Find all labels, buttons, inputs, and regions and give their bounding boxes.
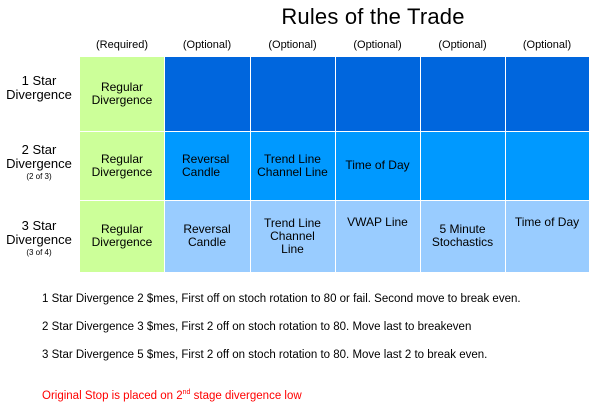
row3-time-of-day-cell: Time of Day xyxy=(505,200,589,272)
row2-trend-line-cell: Trend Line Channel Line xyxy=(250,131,335,200)
column-header-optional-2: (Optional) xyxy=(268,39,317,51)
cell-text: Time of Day xyxy=(345,158,410,172)
cell-text: Candle xyxy=(182,164,221,179)
column-header-optional-4: (Optional) xyxy=(438,39,487,51)
row1-required-cell: Regular Divergence xyxy=(80,57,164,131)
row3-vwap-line-cell: VWAP Line xyxy=(335,200,420,272)
row-sublabel: (3 of 4) xyxy=(26,248,52,257)
cell-text: Trend Line xyxy=(264,151,321,166)
cell-text: 5 Minute xyxy=(439,222,486,236)
cell-text: VWAP Line xyxy=(347,215,408,229)
row2-empty-area xyxy=(420,131,589,200)
cell-text: Line xyxy=(281,241,304,256)
cell-text: Candle xyxy=(187,235,226,249)
column-header-optional-3: (Optional) xyxy=(353,39,402,51)
row-label-line1: 2 Star xyxy=(21,142,57,157)
cell-text: Divergence xyxy=(91,93,153,107)
row3-required-cell: Regular Divergence xyxy=(80,200,164,272)
page-title: Rules of the Trade xyxy=(281,4,465,29)
row-label-2-star: 2 Star Divergence (2 of 3) xyxy=(0,143,78,183)
grid-divider xyxy=(505,57,506,272)
grid-divider xyxy=(80,131,589,132)
cell-text: Channel xyxy=(270,228,315,243)
row3-stochastics-cell: 5 Minute Stochastics xyxy=(420,200,505,272)
cell-text: Time of Day xyxy=(514,215,580,229)
row-label-line1: 1 Star xyxy=(21,73,57,88)
column-header-optional-1: (Optional) xyxy=(182,39,232,51)
grid-divider xyxy=(164,57,165,272)
cell-text: Regular xyxy=(100,151,143,166)
row2-required-cell: Regular Divergence xyxy=(80,131,164,200)
cell-text: Reversal xyxy=(182,151,230,166)
cell-text: Reversal xyxy=(183,222,231,236)
grid-divider xyxy=(420,57,421,272)
original-stop-note: Original Stop is placed on 2nd stage div… xyxy=(42,389,302,402)
stop-note-superscript: nd xyxy=(182,389,191,397)
cell-text: Divergence xyxy=(91,164,153,179)
row-label-line2: Divergence xyxy=(6,232,72,247)
row-sublabel: (2 of 3) xyxy=(26,172,52,181)
cell-text: Channel Line xyxy=(257,164,328,179)
row-label-1-star: 1 Star Divergence xyxy=(0,74,78,102)
row-label-line2: Divergence xyxy=(6,87,72,102)
row1-optional-area xyxy=(164,57,589,131)
rule-2-star: 2 Star Divergence 3 $mes, First 2 off on… xyxy=(42,321,472,333)
cell-text: Stochastics xyxy=(431,235,494,249)
row-label-line2: Divergence xyxy=(6,156,72,171)
grid-divider xyxy=(80,200,589,201)
grid-divider xyxy=(335,57,336,272)
grid-divider xyxy=(250,57,251,272)
stop-note-text: Original Stop is placed on 2 xyxy=(42,390,183,402)
row-label-3-star: 3 Star Divergence (3 of 4) xyxy=(0,219,78,259)
cell-text: Regular xyxy=(100,222,143,236)
row2-time-of-day-cell: Time of Day xyxy=(335,131,420,200)
rule-3-star: 3 Star Divergence 5 $mes, First 2 off on… xyxy=(42,349,488,361)
row3-reversal-candle-cell: Reversal Candle xyxy=(164,200,250,272)
row2-reversal-candle-cell: Reversal Candle xyxy=(164,131,250,200)
row-label-line1: 3 Star xyxy=(21,218,57,233)
column-header-required: (Required) xyxy=(96,39,148,51)
row3-trend-line-cell: Trend Line Channel Line xyxy=(250,200,335,272)
rule-1-star: 1 Star Divergence 2 $mes, First off on s… xyxy=(42,293,521,305)
column-header-optional-5: (Optional) xyxy=(522,39,572,51)
cell-text: Regular xyxy=(100,80,143,94)
cell-text: Divergence xyxy=(91,235,153,249)
stop-note-text: stage divergence low xyxy=(190,390,302,402)
cell-text: Trend Line xyxy=(264,215,321,230)
